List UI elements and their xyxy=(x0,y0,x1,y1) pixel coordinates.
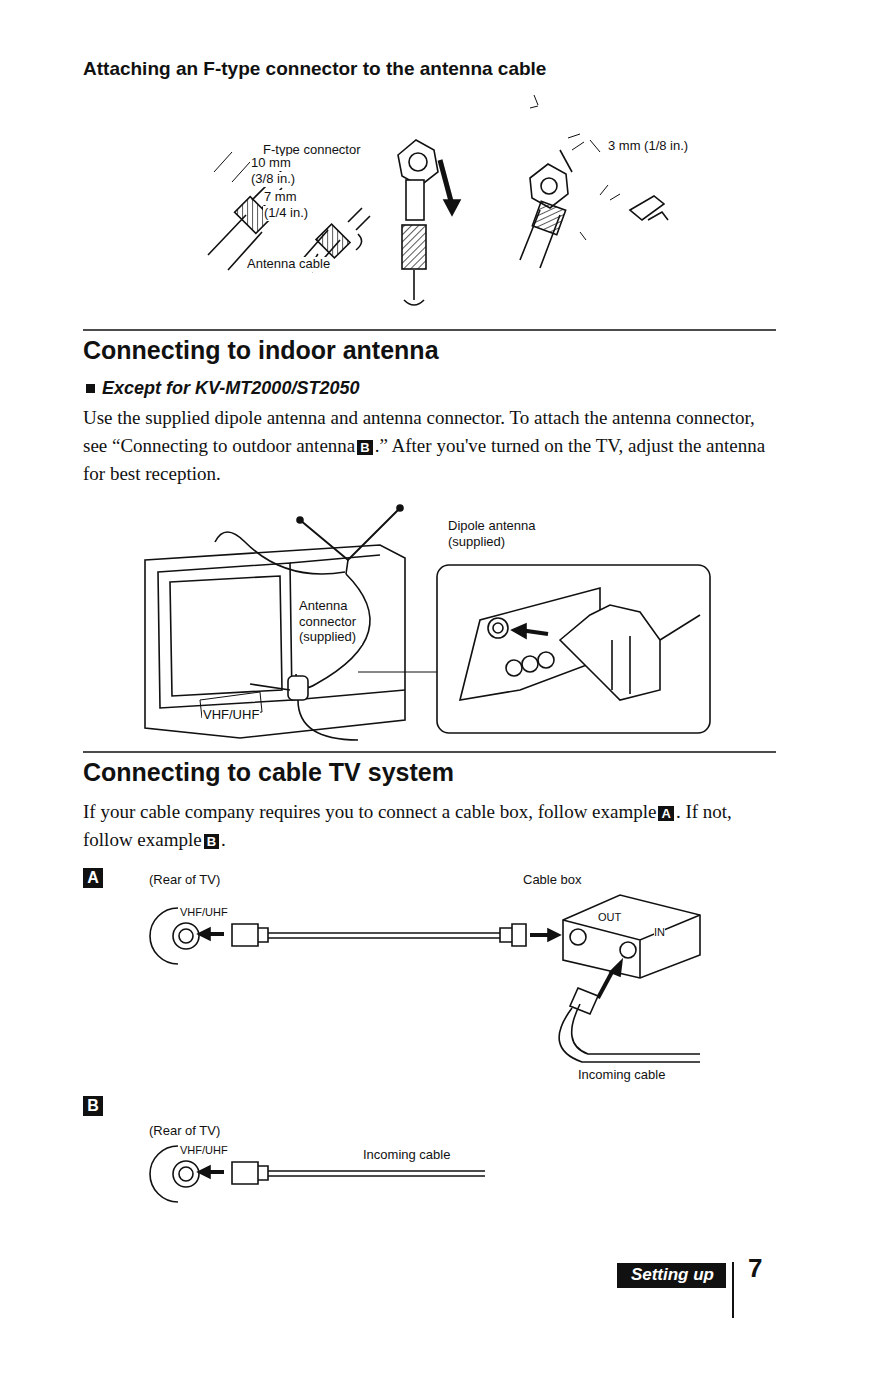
example-marker: B xyxy=(83,1096,103,1116)
part-label: Antenna connector (supplied) xyxy=(298,598,362,645)
connector-fitting xyxy=(398,140,460,305)
tv-set xyxy=(145,545,405,738)
example-marker: B xyxy=(204,834,219,849)
port-label: IN xyxy=(654,926,665,939)
paragraph-text: If your cable company requires you to co… xyxy=(83,801,656,822)
dimension: (3/8 in.) xyxy=(250,172,296,187)
inset-panel xyxy=(358,565,710,733)
dimension: 7 mm xyxy=(263,190,298,205)
example-marker: A xyxy=(83,868,103,888)
page-number: 7 xyxy=(748,1254,762,1284)
section-tab: Setting up xyxy=(617,1263,726,1288)
jack-label: VHF/UHF xyxy=(202,708,260,723)
part-label: Dipole antenna (supplied) xyxy=(447,518,549,549)
part-label: Incoming cable xyxy=(362,1148,451,1163)
body-text: Use the supplied dipole antenna and ante… xyxy=(83,404,778,488)
example-marker: B xyxy=(357,440,372,455)
subheading: Except for KV-MT2000/ST2050 xyxy=(102,378,359,399)
example-marker: A xyxy=(658,806,673,821)
dimension: 10 mm xyxy=(250,156,292,171)
dimension: (1/4 in.) xyxy=(263,206,309,221)
note: (Rear of TV) xyxy=(148,873,221,888)
part-label: Cable box xyxy=(522,873,583,888)
crimped-connector xyxy=(520,95,668,268)
paragraph-text: . xyxy=(221,829,226,850)
dimension: 3 mm (1/8 in.) xyxy=(607,139,689,154)
dipole-antenna xyxy=(215,505,403,740)
body-text: If your cable company requires you to co… xyxy=(83,798,778,854)
cable-box-setup xyxy=(150,895,700,1062)
port-label: OUT xyxy=(598,911,621,924)
jack-label: VHF/UHF xyxy=(180,1144,228,1157)
cable-stripping xyxy=(208,152,370,272)
section-heading: Connecting to indoor antenna xyxy=(83,336,439,365)
part-label: Antenna cable xyxy=(246,257,331,272)
section-heading: Connecting to cable TV system xyxy=(83,758,454,787)
note: (Rear of TV) xyxy=(148,1124,221,1139)
jack-label: VHF/UHF xyxy=(180,906,228,919)
section-heading: Attaching an F-type connector to the ant… xyxy=(83,58,546,80)
part-label: Incoming cable xyxy=(577,1068,666,1083)
tab-text: Setting up xyxy=(631,1265,714,1284)
